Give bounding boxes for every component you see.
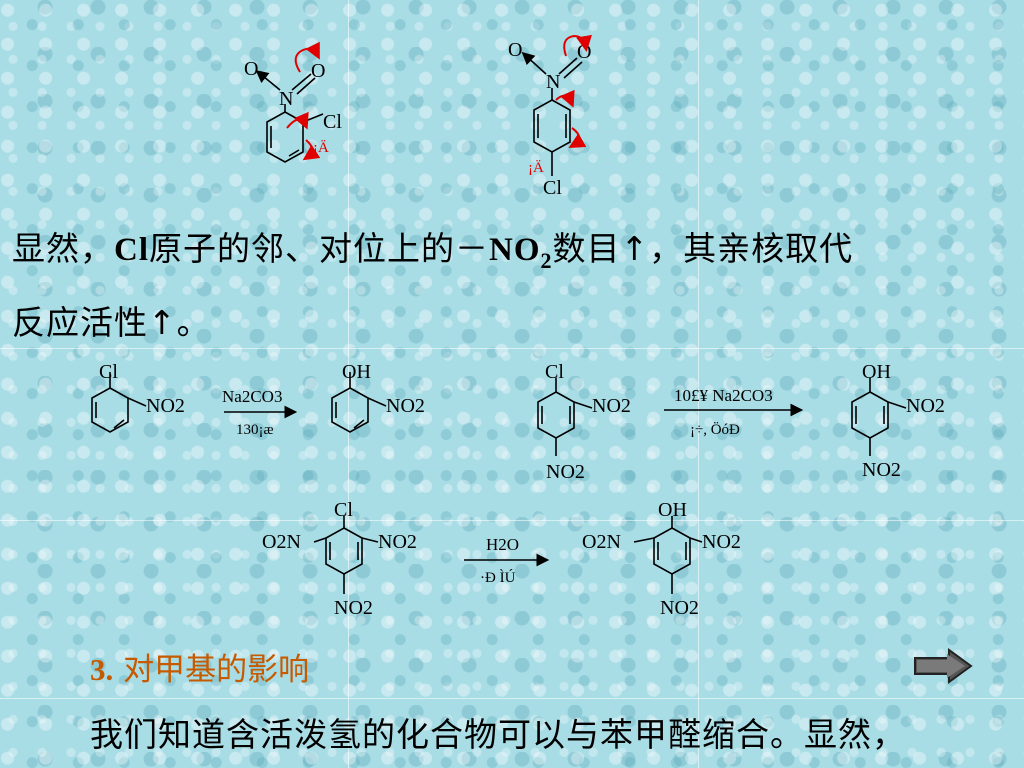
- s1-oxygen-left: O: [244, 58, 258, 80]
- section-heading: 3. 对甲基的影响: [90, 652, 310, 688]
- paragraph-2: 我们知道含活泼氢的化合物可以与苯甲醛缩合。显然，: [90, 715, 906, 754]
- r3-condition: ·Ð ÌÚ: [480, 569, 516, 586]
- reaction-1: Cl NO2 Na2CO3 130¡æ OH NO2: [91, 361, 425, 438]
- r2-reactant-cl: Cl: [545, 361, 564, 383]
- r1-reactant-no2: NO2: [146, 395, 185, 417]
- r2-product-oh: OH: [862, 361, 891, 383]
- structure-ortho-nitro: O O N Cl ¡Ä: [244, 41, 342, 163]
- r2-product-no2: NO2: [906, 395, 945, 417]
- structure-para-nitro: O O N Cl ¡Ä: [508, 34, 592, 199]
- r2-product-no2-para: NO2: [862, 459, 901, 481]
- r3-product-o2n: O2N: [582, 531, 621, 553]
- r2-reactant-no2: NO2: [592, 395, 631, 417]
- r1-reactant-cl: Cl: [99, 361, 118, 383]
- r3-product-no2-para: NO2: [660, 597, 699, 619]
- paragraph-1-line-2: 反应活性↑。: [12, 303, 211, 342]
- s2-negative-charge: ¡Ä: [528, 159, 544, 176]
- s1-chlorine: Cl: [323, 111, 342, 133]
- s2-oxygen-left: O: [508, 39, 522, 61]
- reaction-2: Cl NO2 NO2 10£¥ Na2CO3 ¡÷, ÖóÐ OH NO2 NO…: [537, 361, 945, 483]
- r3-product-no2: NO2: [702, 531, 741, 553]
- s1-negative-charge: ¡Ä: [313, 139, 329, 156]
- r2-reagent: 10£¥ Na2CO3: [674, 386, 773, 405]
- next-slide-button[interactable]: [913, 648, 973, 684]
- s2-nitrogen: N: [546, 71, 560, 93]
- s1-nitrogen: N: [279, 88, 293, 110]
- paragraph-1-line-1: 显然，Cl原子的邻、对位上的－NO2数目↑，其亲核取代: [12, 229, 854, 273]
- r3-product-oh: OH: [658, 499, 687, 521]
- s1-oxygen-right: O: [311, 60, 325, 82]
- reaction-3: Cl O2N NO2 NO2 H2O ·Ð ÌÚ OH O2N NO2 NO2: [262, 499, 741, 619]
- s2-chlorine: Cl: [543, 177, 562, 199]
- r2-condition: ¡÷, ÖóÐ: [690, 421, 740, 438]
- r2-reactant-no2-para: NO2: [546, 461, 585, 483]
- r3-reactant-no2: NO2: [378, 531, 417, 553]
- r1-condition: 130¡æ: [236, 422, 274, 438]
- r1-reagent: Na2CO3: [222, 387, 282, 406]
- r1-product-oh: OH: [342, 361, 371, 383]
- r3-reactant-o2n: O2N: [262, 531, 301, 553]
- r3-reagent: H2O: [486, 535, 519, 554]
- r3-reactant-cl: Cl: [334, 499, 353, 521]
- r1-product-no2: NO2: [386, 395, 425, 417]
- r3-reactant-no2-para: NO2: [334, 597, 373, 619]
- right-arrow-icon: [914, 648, 973, 684]
